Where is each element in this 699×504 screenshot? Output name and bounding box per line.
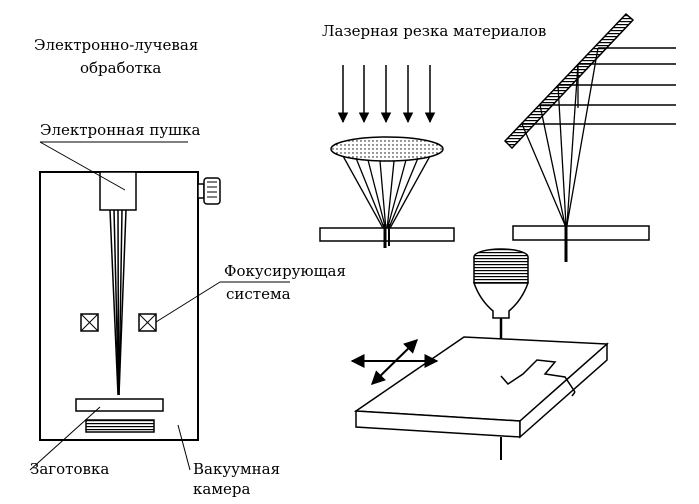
workpiece-plate	[75, 398, 164, 412]
mirror-workpiece	[512, 225, 650, 241]
workpiece-label: Заготовка	[30, 460, 110, 478]
vacuum-chamber-label-line1: Вакуумная	[193, 460, 281, 478]
focusing-system-label-line1: Фокусирующая	[224, 262, 346, 280]
cut-path-side	[571, 391, 576, 397]
cutting-head-nozzle	[472, 282, 530, 319]
laser-mirror-setup	[503, 12, 676, 262]
plate-side	[519, 342, 608, 439]
electron-gun	[99, 171, 137, 211]
vacuum-chamber-label-line2: камера	[193, 480, 251, 498]
focusing-lens	[330, 136, 444, 162]
motion-arrows	[350, 339, 439, 385]
electron-beam	[109, 209, 127, 396]
focusing-system-label-line2: система	[226, 285, 291, 303]
laser-title: Лазерная резка материалов	[322, 22, 547, 40]
incoming-laser-rays	[337, 65, 436, 124]
converging-rays	[342, 155, 431, 231]
focusing-coil-left	[80, 313, 99, 332]
focusing-coil-right	[138, 313, 157, 332]
ebeam-title-line2: обработка	[80, 59, 162, 77]
workpiece-table	[85, 419, 155, 433]
ebeam-title-line1: Электронно-лучевая	[34, 36, 199, 54]
laser-lens-setup	[319, 65, 455, 248]
electron-gun-label: Электронная пушка	[40, 121, 201, 139]
electron-beam-machine	[29, 141, 290, 471]
cut-path	[500, 359, 576, 393]
reflected-rays	[521, 47, 599, 226]
chamber-knob	[197, 183, 205, 199]
laser-cutting-head-setup	[350, 248, 609, 460]
lens-workpiece	[319, 227, 455, 242]
leader-lines	[29, 141, 290, 471]
cutting-head-body	[474, 257, 528, 283]
